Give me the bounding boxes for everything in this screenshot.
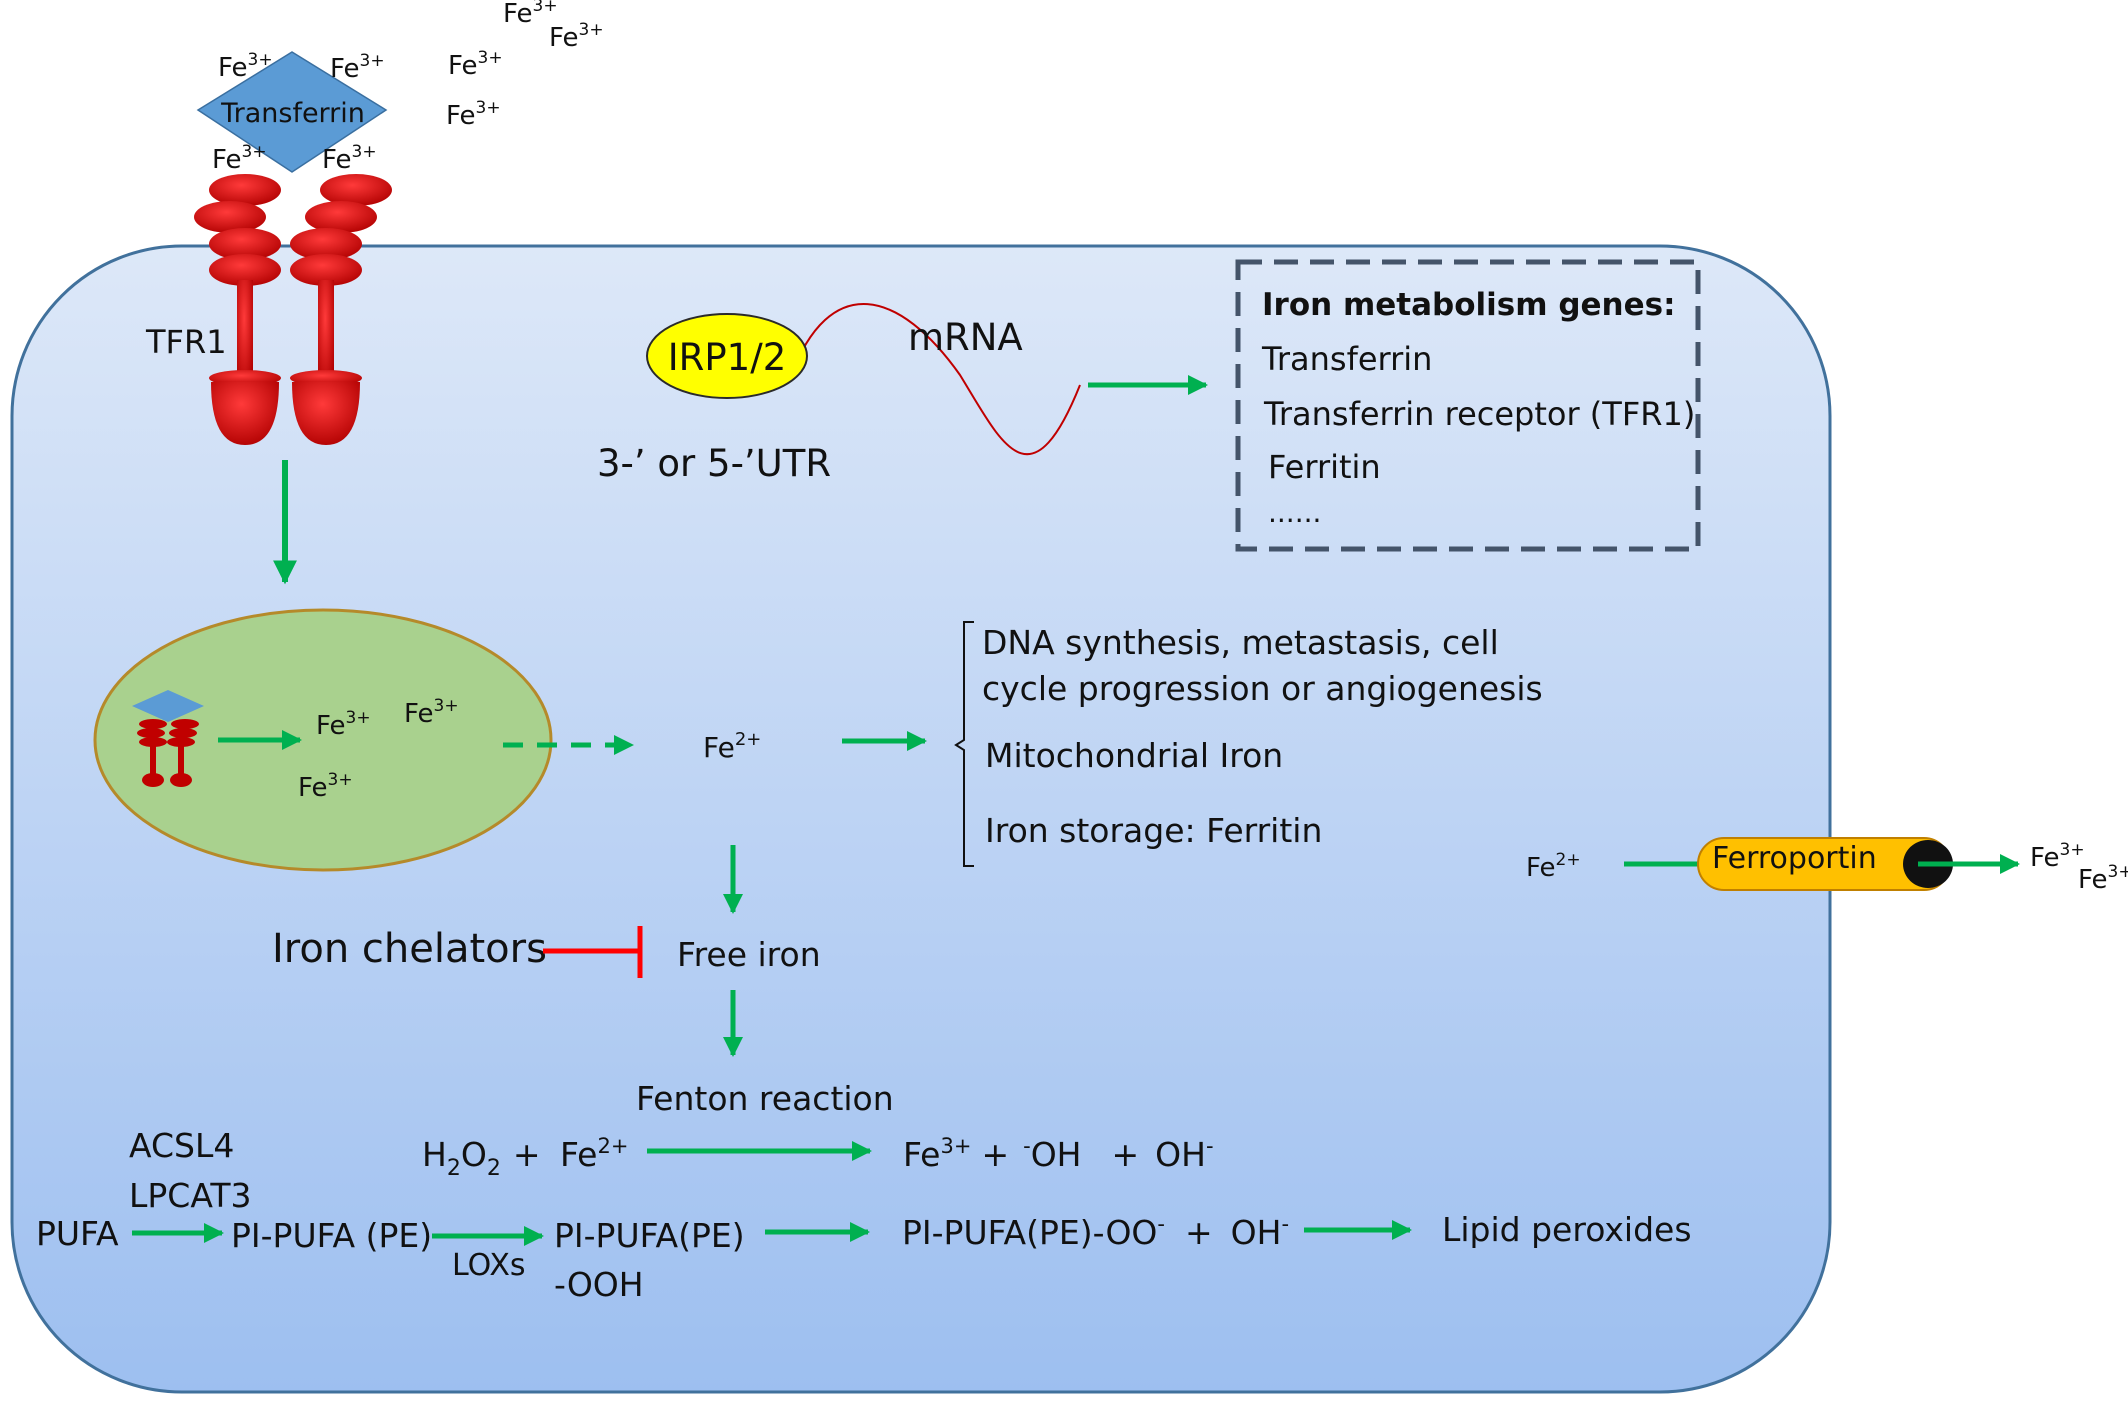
fate-text: cycle progression or angiogenesis [982, 669, 1543, 708]
acsl4-label: ACSL4 [129, 1126, 234, 1165]
svg-text:Fe3+: Fe3+ [549, 20, 604, 53]
svg-text:Fe2+: Fe2+ [560, 1134, 628, 1174]
gene-item: ...... [1268, 496, 1321, 529]
svg-text:Fe3+: Fe3+ [218, 50, 273, 83]
fates-bracket [954, 621, 974, 867]
lipid-peroxides-label: Lipid peroxides [1442, 1210, 1692, 1249]
utr-label: 3-’ or 5-’UTR [597, 442, 831, 485]
fe3-ion: Fe3+ [503, 0, 558, 29]
tfr1-label: TFR1 [145, 323, 227, 361]
svg-text:Fe3+: Fe3+ [212, 142, 267, 175]
pi-pufa-pe-ooh-label: PI-PUFA(PE) [554, 1216, 745, 1255]
svg-text:Fe2+: Fe2+ [703, 729, 761, 764]
tfr1-receptor-left [194, 174, 281, 445]
fe3-ion: Fe3+ [446, 98, 501, 131]
fate-text: Mitochondrial Iron [985, 736, 1283, 775]
irp-label: IRP1/2 [668, 336, 786, 379]
pi-pufa-pe-label: PI-PUFA (PE) [231, 1216, 432, 1255]
mini-receptor-icon [132, 690, 204, 787]
transferrin-label: Transferrin [220, 98, 365, 129]
svg-text:Fe3+: Fe3+ [330, 51, 385, 84]
fe3-ion: Fe3+ [316, 708, 371, 741]
fe2-ion: Fe2+ [703, 729, 761, 764]
fenton-reaction-label: Fenton reaction [636, 1079, 894, 1118]
svg-text:Fe3+: Fe3+ [322, 142, 377, 175]
tfr1-receptor-right [290, 174, 392, 445]
svg-text:H2O2+: H2O2+ [422, 1135, 540, 1181]
free-iron-label: Free iron [677, 935, 821, 974]
tfr1-receptor-icon [194, 174, 392, 445]
fe3-ion: Fe3+ [448, 48, 503, 81]
cell-body [10, 244, 1832, 1394]
fe3-ion: Fe3+ [298, 770, 353, 803]
inhibition-bar [543, 926, 643, 978]
mrna-label: mRNA [908, 316, 1023, 359]
iron-chelators-label: Iron chelators [272, 926, 547, 972]
fe3-ion: Fe3+ [549, 20, 604, 53]
fate-text: Iron storage: Ferritin [985, 811, 1322, 850]
svg-text:Fe3++-OH+OH-: Fe3++-OH+OH- [903, 1134, 1214, 1174]
fe3-ion: Fe3+ [2030, 840, 2085, 873]
fe3-ion: Fe3+ [330, 51, 385, 84]
fe3-ion: Fe3+ [322, 142, 377, 175]
svg-text:Fe3+: Fe3+ [2030, 840, 2085, 873]
lpcat3-label: LPCAT3 [129, 1176, 252, 1215]
endosome [93, 608, 553, 872]
svg-text:Fe2+: Fe2+ [1526, 850, 1581, 883]
ferroportin-label: Ferroportin [1712, 841, 1877, 876]
iron-genes-box [1235, 259, 1701, 552]
pufa-label: PUFA [36, 1214, 119, 1253]
fenton-equation: H2O2+ Fe2+ Fe3++-OH+OH- [422, 1134, 1214, 1181]
ooh-label: -OOH [554, 1265, 644, 1304]
svg-text:Fe3+: Fe3+ [503, 0, 558, 29]
genes-box-title: Iron metabolism genes: [1262, 287, 1676, 323]
mrna-strand [789, 303, 1081, 456]
peroxyl-equation: PI-PUFA(PE)-OO-+OH- [902, 1212, 1289, 1252]
svg-text:Fe3+: Fe3+ [448, 48, 503, 81]
fe2-ion: Fe2+ [1526, 850, 1581, 883]
fe3-ion: Fe3+ [2078, 862, 2128, 895]
fate-text: DNA synthesis, metastasis, cell [982, 623, 1499, 662]
loxs-label: LOXs [452, 1248, 526, 1283]
svg-text:Fe3+: Fe3+ [298, 770, 353, 803]
svg-text:Fe3+: Fe3+ [316, 708, 371, 741]
svg-text:Fe3+: Fe3+ [446, 98, 501, 131]
svg-text:Fe3+: Fe3+ [404, 696, 459, 729]
fe3-ion: Fe3+ [218, 50, 273, 83]
irp-protein [646, 313, 808, 399]
gene-item: Transferrin receptor (TFR1) [1263, 395, 1695, 433]
transferrin-icon [196, 51, 388, 173]
fe3-ion: Fe3+ [212, 142, 267, 175]
gene-item: Ferritin [1268, 448, 1381, 486]
svg-text:Fe3+: Fe3+ [2078, 862, 2128, 895]
gene-item: Transferrin [1261, 340, 1432, 378]
svg-text:PI-PUFA(PE)-OO-+OH-: PI-PUFA(PE)-OO-+OH- [902, 1212, 1289, 1252]
fe3-ion: Fe3+ [404, 696, 459, 729]
